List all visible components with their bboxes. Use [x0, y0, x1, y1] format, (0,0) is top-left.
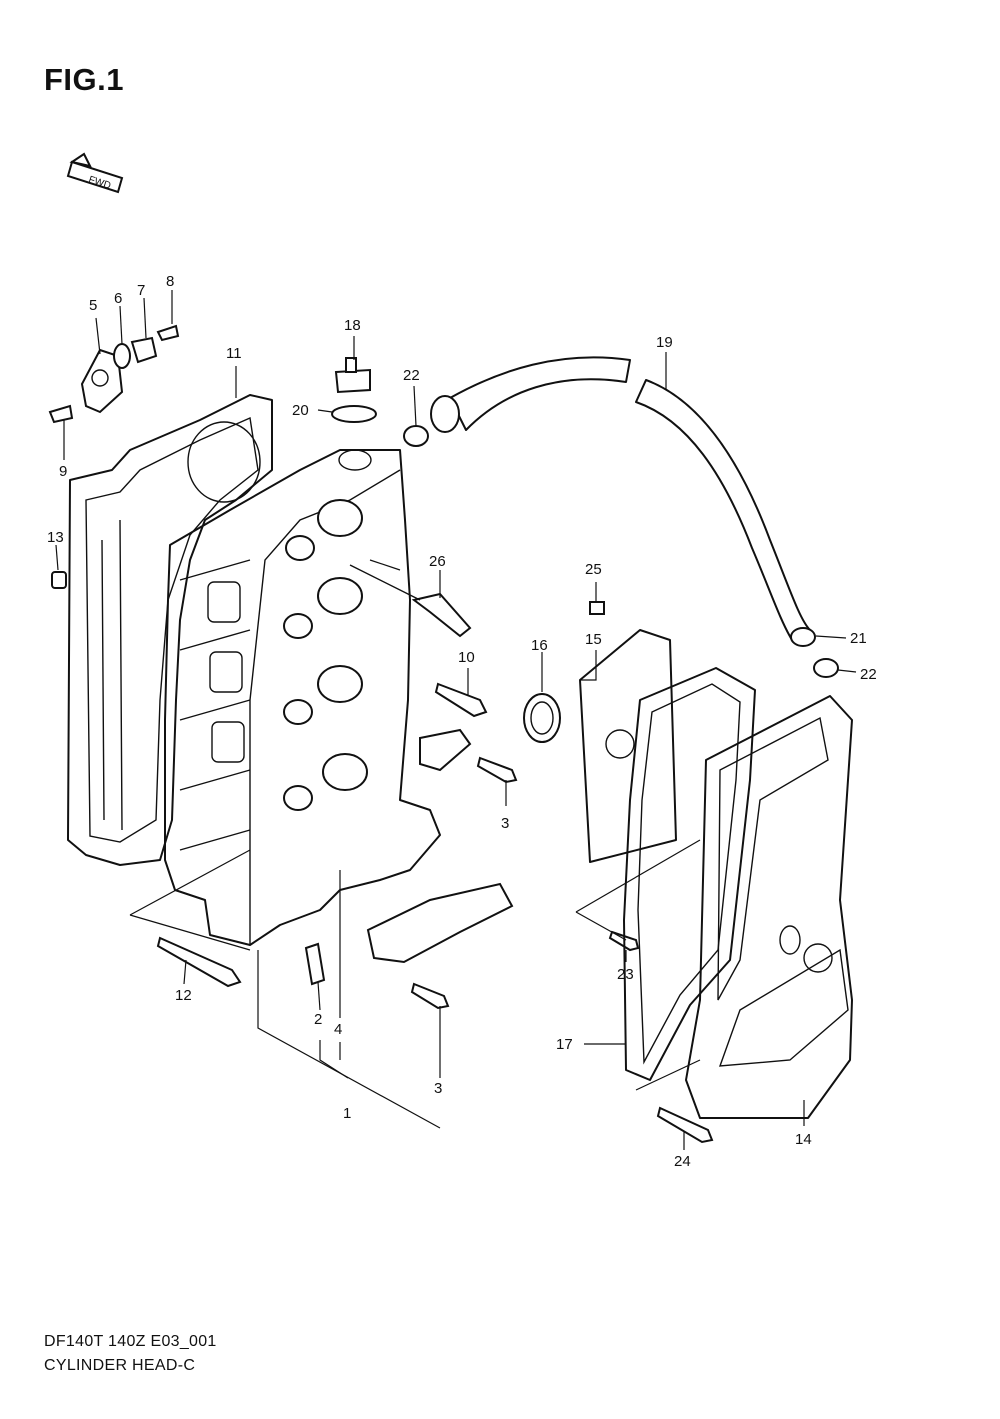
camshaft-bearing-caps — [366, 728, 514, 964]
callout-1: 1 — [343, 1105, 351, 1122]
hose-clamp-lower — [813, 658, 839, 678]
forward-direction-arrow-icon: FWD — [66, 152, 124, 194]
callout-18: 18 — [344, 317, 361, 334]
thermostat-cover-assembly — [48, 324, 180, 424]
diagram-footer: DF140T 140Z E03_001 CYLINDER HEAD-C — [44, 1330, 217, 1378]
callout-2: 2 — [314, 1011, 322, 1028]
callout-12: 12 — [175, 987, 192, 1004]
intake-ports — [207, 581, 245, 763]
callout-9: 9 — [59, 463, 67, 480]
callout-14: 14 — [795, 1131, 812, 1148]
spark-plug — [349, 564, 472, 638]
callout-labels: 1 2 3 3 3 4 5 6 7 8 9 10 11 12 13 14 15 … — [47, 273, 877, 1170]
cylinder-head-gasket — [67, 394, 273, 866]
water-hose — [430, 356, 816, 647]
hose-clamp-upper — [403, 425, 429, 447]
callout-7: 7 — [137, 282, 145, 299]
callout-22a: 22 — [403, 367, 420, 384]
callout-22b: 22 — [860, 666, 877, 683]
callout-24: 24 — [674, 1153, 691, 1170]
callout-19: 19 — [656, 334, 673, 351]
callout-16: 16 — [531, 637, 548, 654]
callout-11: 11 — [226, 345, 242, 362]
cylinder-head-cover — [685, 695, 853, 1119]
callout-3a: 3 — [501, 815, 509, 832]
callout-21: 21 — [850, 630, 867, 647]
cover-gasket — [623, 667, 756, 1081]
camshaft-journals — [283, 449, 372, 811]
model-code: DF140T 140Z E03_001 — [44, 1333, 217, 1350]
filler-plug — [331, 357, 377, 423]
bolts — [51, 571, 714, 1144]
callout-23: 23 — [617, 966, 634, 983]
callout-3b: 3 — [434, 1080, 442, 1097]
callout-leader-lines — [55, 290, 857, 1150]
callout-15: 15 — [585, 631, 602, 648]
callout-10: 10 — [458, 649, 475, 666]
separator-plate — [579, 629, 677, 863]
callout-8: 8 — [166, 273, 174, 290]
section-name: CYLINDER HEAD-C — [44, 1357, 196, 1374]
cylinder-head — [164, 449, 441, 946]
callout-17: 17 — [556, 1036, 573, 1053]
callout-6: 6 — [114, 290, 122, 307]
callout-4: 4 — [334, 1021, 342, 1038]
callout-5: 5 — [89, 297, 97, 314]
callout-26: 26 — [429, 553, 446, 570]
callout-13: 13 — [47, 529, 64, 546]
callout-25: 25 — [585, 561, 602, 578]
callout-20: 20 — [292, 402, 309, 419]
o-ring-seal — [523, 693, 561, 743]
figure-title: FIG.1 — [44, 62, 125, 97]
